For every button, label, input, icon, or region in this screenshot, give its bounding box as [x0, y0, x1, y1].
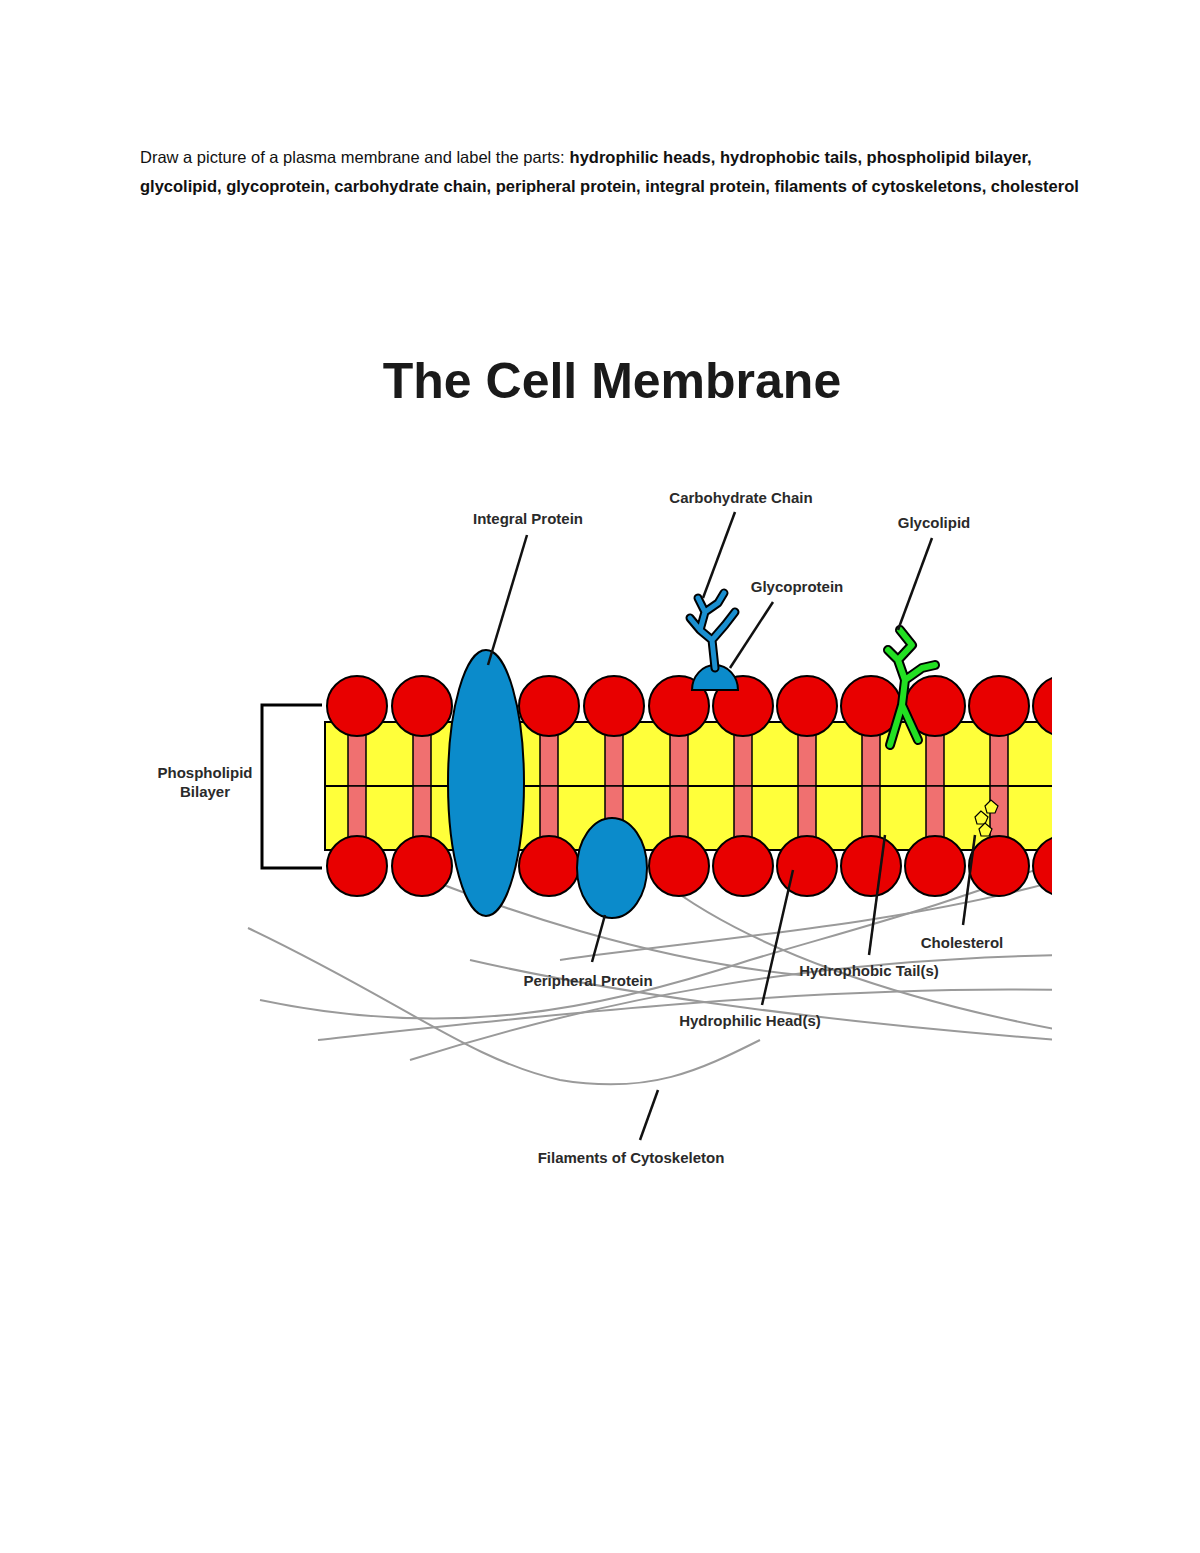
lipid-head — [969, 676, 1029, 736]
lipid-head — [327, 836, 387, 896]
leader-line — [963, 835, 975, 925]
leader-line — [730, 602, 773, 668]
bilayer-bracket — [262, 705, 322, 868]
peripheral-protein — [577, 818, 647, 918]
lipid-head — [841, 836, 901, 896]
part-label: Phospholipid Bilayer — [145, 763, 265, 801]
cholesterol-ring — [975, 811, 988, 824]
leader-line — [898, 538, 932, 630]
leader-line — [869, 835, 885, 955]
cytoskeleton-filament — [660, 880, 1052, 1030]
part-label: Integral Protein — [473, 509, 583, 528]
lipid-head — [1033, 676, 1052, 736]
part-label: Peripheral Protein — [523, 971, 652, 990]
part-label: Hydrophobic Tail(s) — [799, 961, 939, 980]
lipid-head — [1033, 836, 1052, 896]
cholesterol-ring — [985, 800, 998, 813]
carbohydrate-outline — [690, 593, 735, 668]
leader-line — [703, 512, 735, 598]
carbohydrate-chain — [690, 593, 735, 668]
diagram-title: The Cell Membrane — [383, 352, 841, 410]
lipid-head — [519, 676, 579, 736]
part-label: Glycoprotein — [751, 577, 844, 596]
part-label: Hydrophilic Head(s) — [679, 1011, 821, 1030]
leader-line — [640, 1090, 658, 1140]
lipid-head — [649, 836, 709, 896]
glycolipid — [888, 630, 935, 745]
part-label: Glycolipid — [898, 513, 971, 532]
instruction-text: Draw a picture of a plasma membrane and … — [140, 143, 1080, 201]
lipid-head — [777, 836, 837, 896]
lipid-head — [584, 676, 644, 736]
lipid-head — [327, 676, 387, 736]
lipid-head — [777, 676, 837, 736]
leader-line — [488, 535, 527, 665]
part-label: Cholesterol — [921, 933, 1004, 952]
cytoskeleton-filament — [470, 960, 1052, 1040]
leader-line — [762, 870, 793, 1005]
cytoskeleton-filament — [318, 990, 1052, 1040]
lipid-head — [905, 836, 965, 896]
glycolipid-outline — [888, 630, 935, 745]
integral-protein — [448, 650, 524, 916]
lipid-head — [392, 676, 452, 736]
lipid-head — [969, 836, 1029, 896]
instruction-prompt: Draw a picture of a plasma membrane and … — [140, 148, 565, 166]
cytoskeleton-filament — [248, 928, 760, 1084]
lipid-head — [392, 836, 452, 896]
cholesterol-ring — [979, 823, 992, 836]
part-label: Filaments of Cytoskeleton — [538, 1148, 725, 1167]
leader-line — [592, 915, 605, 962]
lipid-head — [519, 836, 579, 896]
lipid-head — [713, 836, 773, 896]
part-label: Carbohydrate Chain — [669, 488, 812, 507]
